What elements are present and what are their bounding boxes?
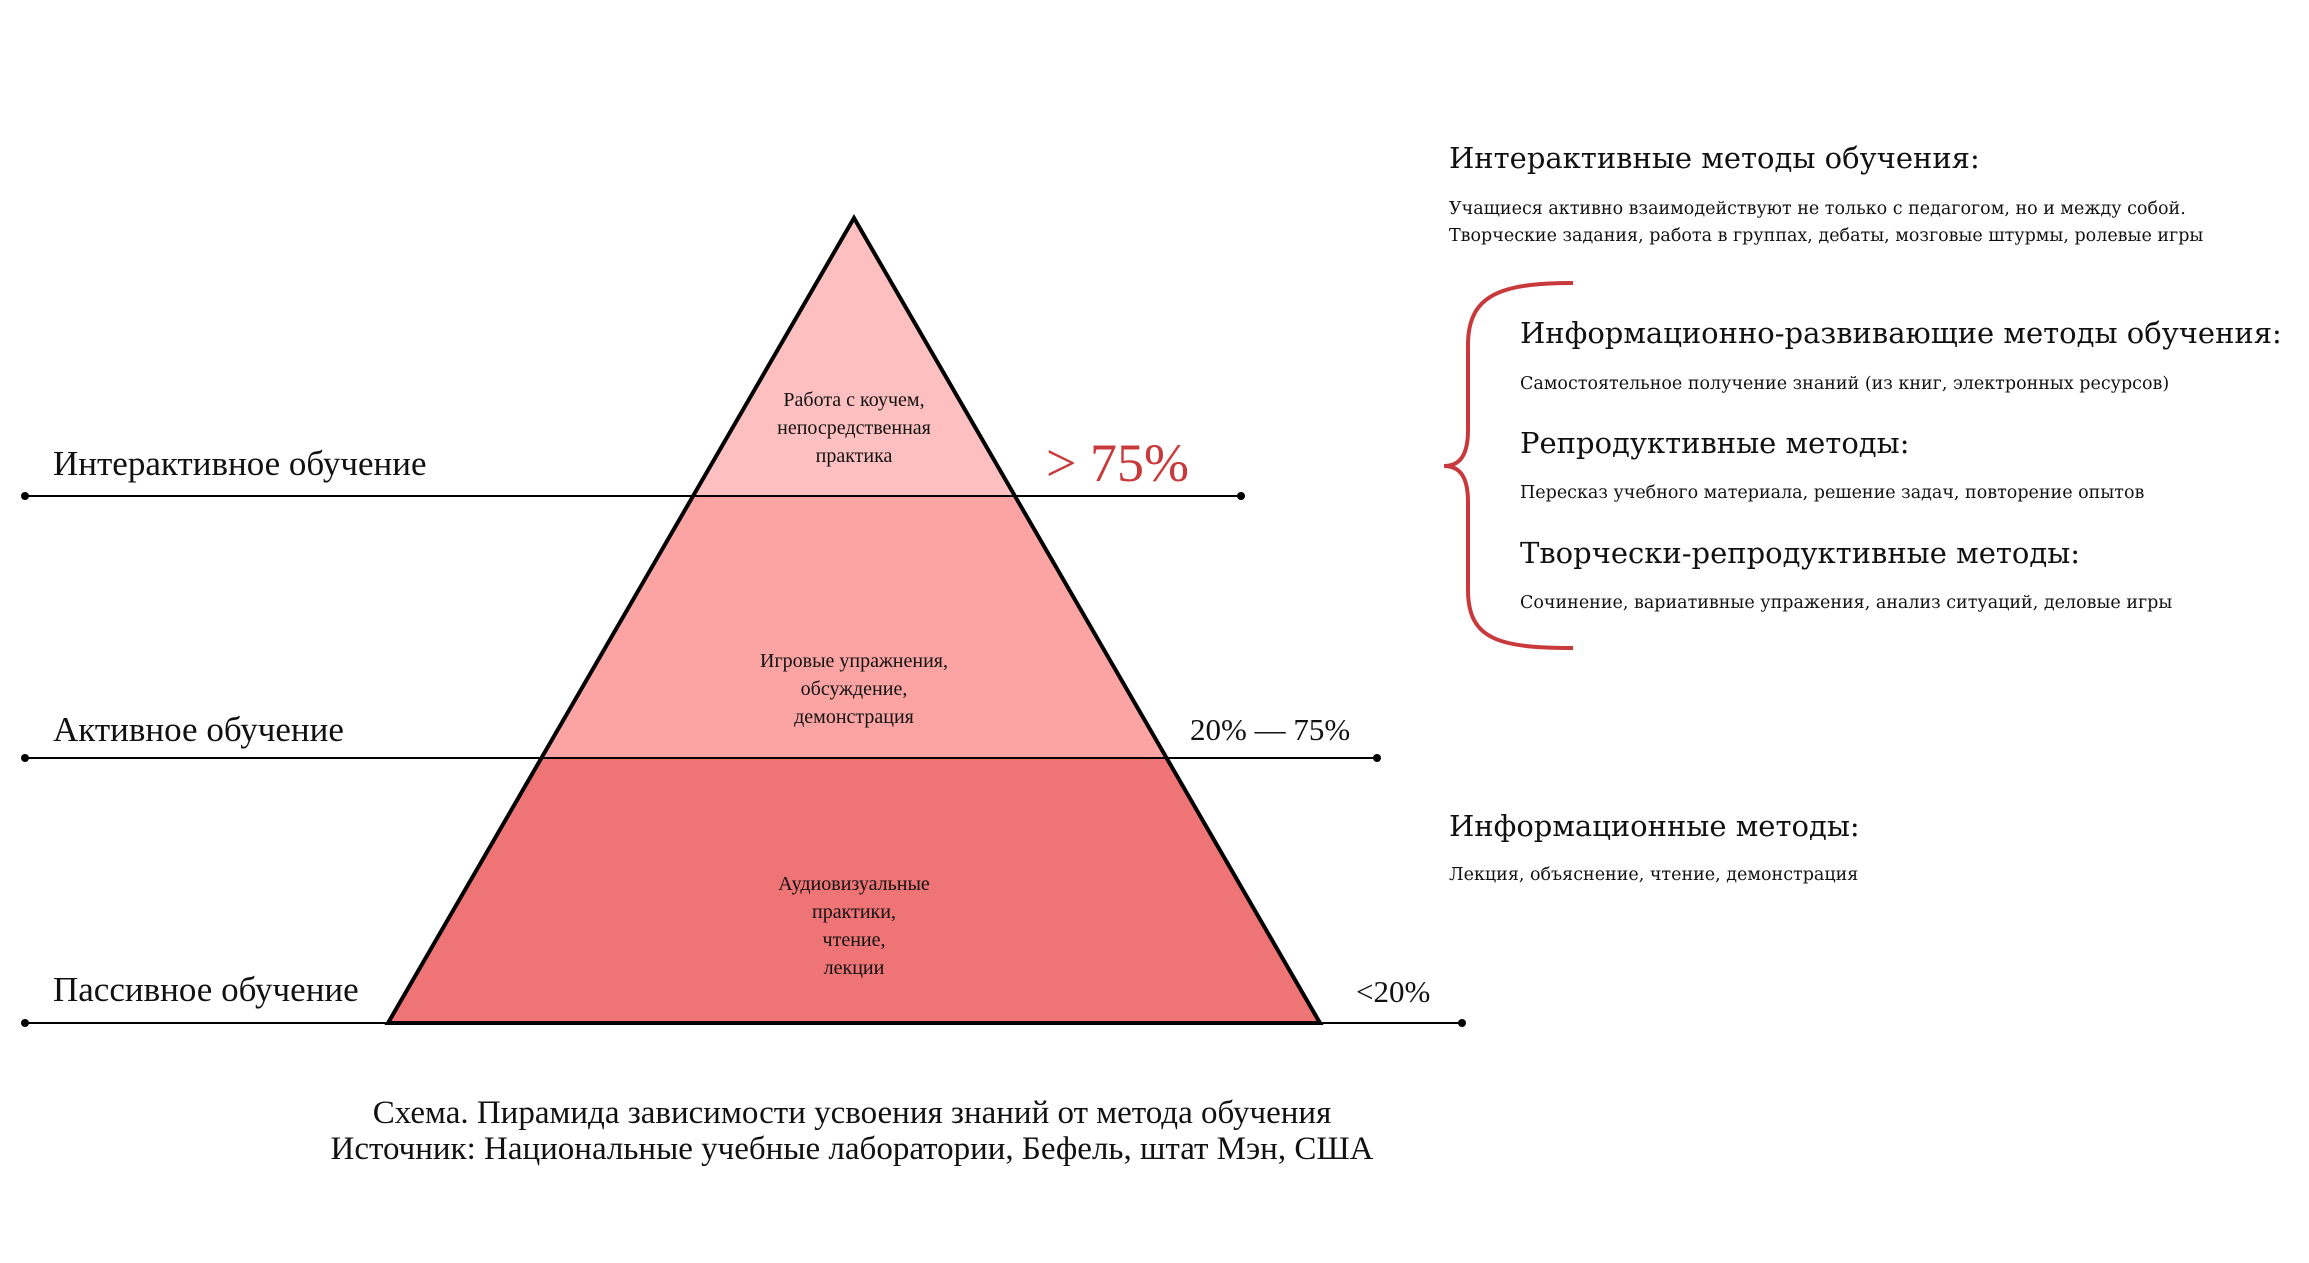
tier-bottom-text: Аудиовизуальные практики, чтение, лекции xyxy=(674,870,1034,982)
desc-line: Учащиеся активно взаимодействуют не толь… xyxy=(1449,199,2186,219)
tier-text-line: Игровые упражнения, xyxy=(760,650,948,672)
creative-reproductive-methods-title: Творчески-репродуктивные методы: xyxy=(1520,536,2081,570)
tier-text-line: демонстрация xyxy=(794,706,914,728)
level-line-active xyxy=(21,754,1381,762)
informational-methods-desc: Лекция, объяснение, чтение, демонстрация xyxy=(1449,865,1859,885)
interactive-methods-title: Интерактивные методы обучения: xyxy=(1449,141,1980,175)
percent-active: 20% — 75% xyxy=(1190,712,1351,747)
info-developing-methods-title: Информационно-развивающие методы обучени… xyxy=(1520,316,2282,350)
level-label-interactive: Интерактивное обучение xyxy=(53,444,427,483)
caption-source: Источник: Национальные учебные лаборатор… xyxy=(330,1131,1374,1167)
curly-brace-icon xyxy=(1443,281,1574,650)
caption-title: Схема. Пирамида зависимости усвоения зна… xyxy=(372,1095,1332,1131)
interactive-methods-desc: Учащиеся активно взаимодействуют не толь… xyxy=(1449,196,2203,250)
tier-text-line: практики, xyxy=(812,901,896,923)
percent-passive: <20% xyxy=(1356,974,1431,1009)
pyramid-tier-bottom xyxy=(388,758,1320,1023)
info-developing-methods-desc: Самостоятельное получение знаний (из кни… xyxy=(1520,374,2170,394)
pyramid-tier-middle xyxy=(541,496,1167,758)
tier-text-line: непосредственная xyxy=(777,417,931,439)
level-label-passive: Пассивное обучение xyxy=(53,970,359,1009)
percent-interactive: > 75% xyxy=(1046,433,1189,493)
tier-text-line: чтение, xyxy=(822,929,886,951)
level-line-interactive xyxy=(21,492,1245,500)
tier-middle-text: Игровые упражнения, обсуждение, демонстр… xyxy=(674,647,1034,731)
desc-line: Творческие задания, работа в группах, де… xyxy=(1449,226,2204,246)
tier-text-line: Аудиовизуальные xyxy=(778,873,930,895)
pyramid-tier-top xyxy=(693,218,1015,496)
figure-caption: Схема. Пирамида зависимости усвоения зна… xyxy=(252,1095,1452,1167)
tier-text-line: обсуждение, xyxy=(800,678,908,700)
tier-top-text: Работа с коучем, непосредственная практи… xyxy=(674,386,1034,470)
tier-text-line: лекции xyxy=(823,957,885,979)
level-label-active: Активное обучение xyxy=(53,710,344,749)
reproductive-methods-title: Репродуктивные методы: xyxy=(1520,426,1910,460)
creative-reproductive-methods-desc: Сочинение, вариативные упражения, анализ… xyxy=(1520,593,2173,613)
tier-text-line: практика xyxy=(815,445,893,467)
informational-methods-title: Информационные методы: xyxy=(1449,809,1860,843)
tier-text-line: Работа с коучем, xyxy=(783,389,925,411)
level-line-passive xyxy=(21,1019,1466,1027)
reproductive-methods-desc: Пересказ учебного материала, решение зад… xyxy=(1520,483,2145,503)
